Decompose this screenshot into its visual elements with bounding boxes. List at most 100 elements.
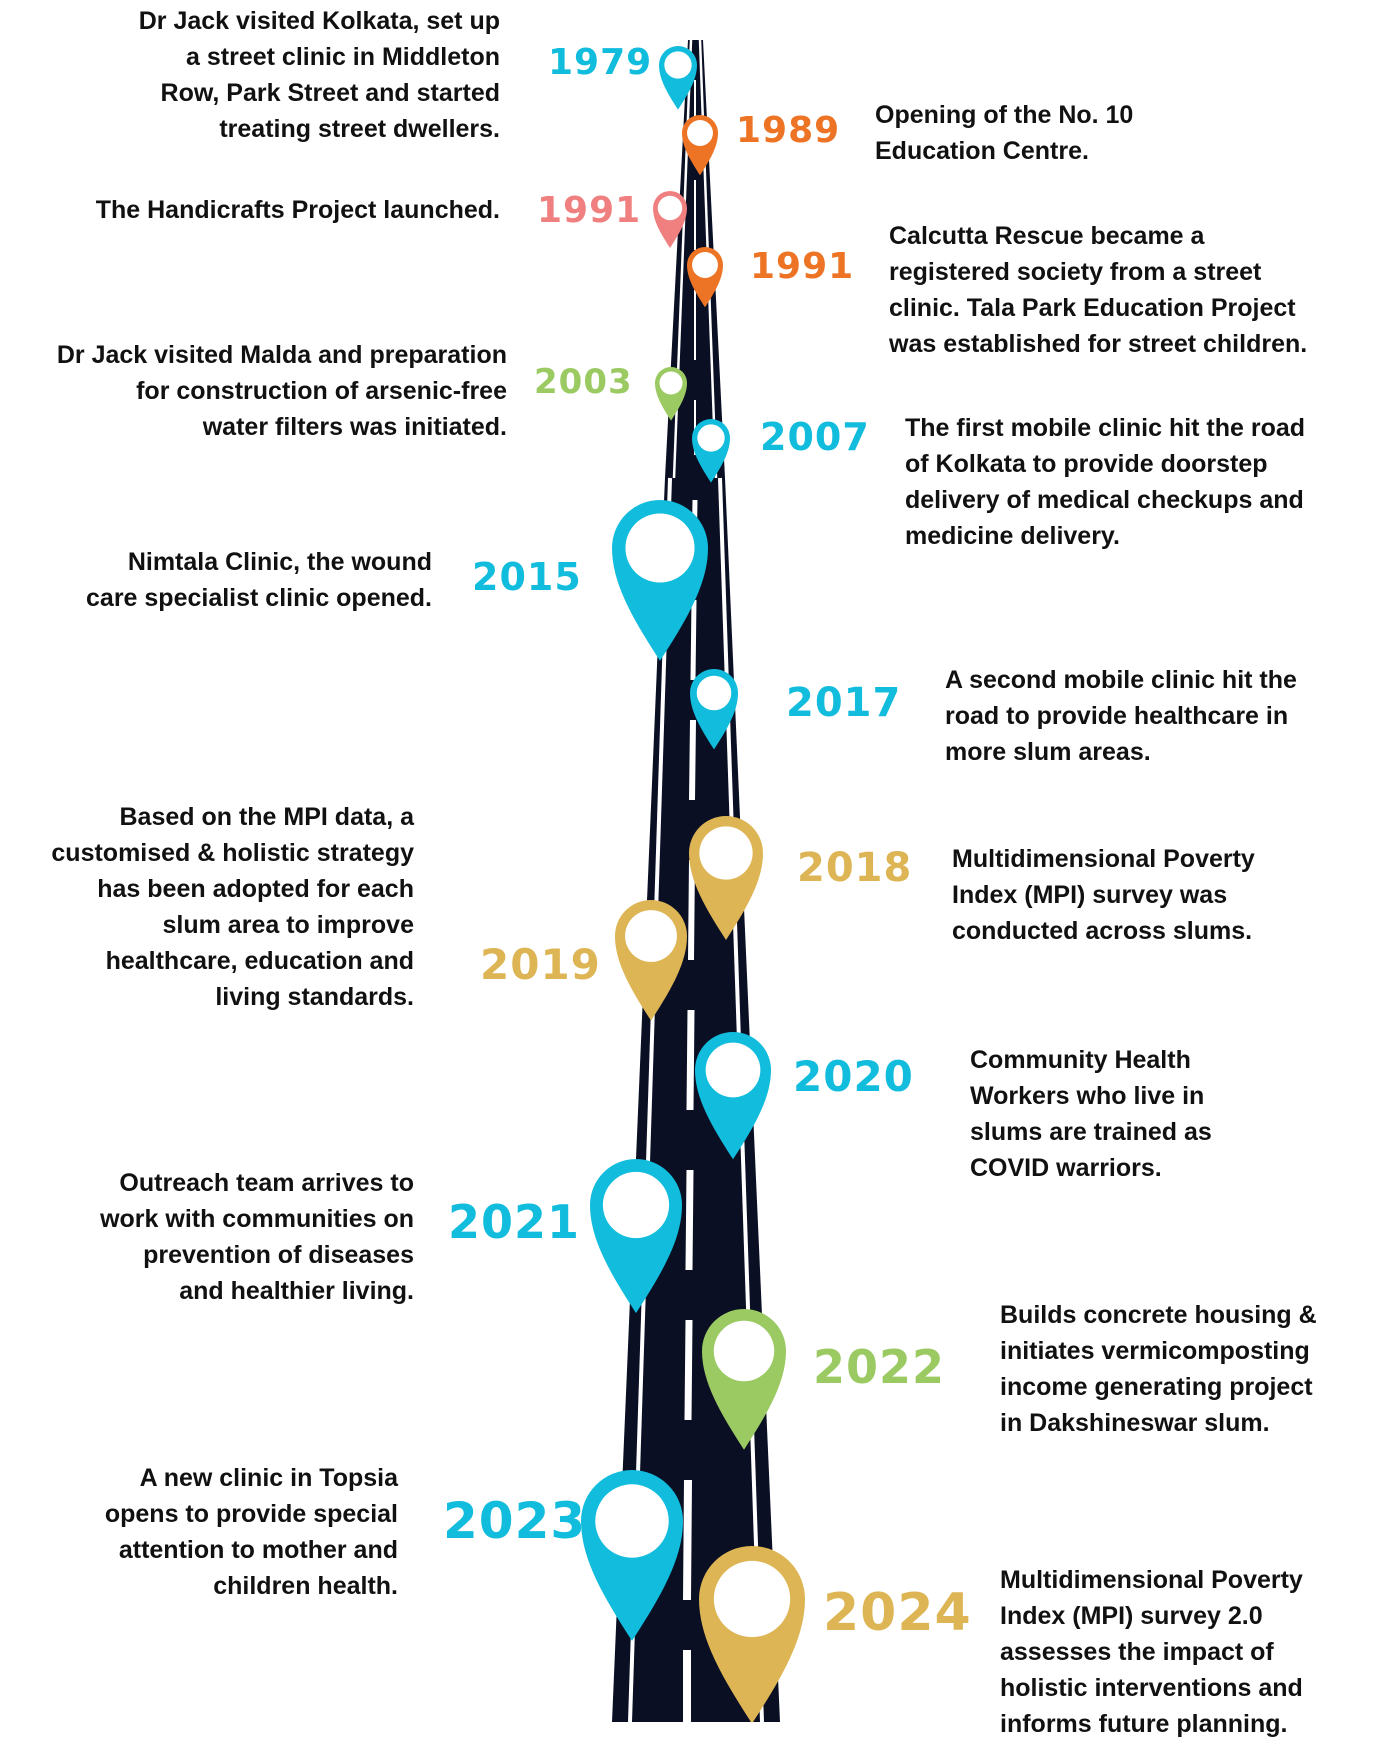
desc-line: Multidimensional Poverty — [952, 845, 1255, 873]
year-label-1979: 1979 — [548, 42, 653, 83]
desc-line: has been adopted for each — [97, 875, 414, 903]
desc-line: a street clinic in Middleton — [186, 43, 500, 71]
desc-line: COVID warriors. — [970, 1154, 1162, 1182]
year-label-2019: 2019 — [480, 940, 601, 989]
desc-line: Dr Jack visited Kolkata, set up — [138, 7, 500, 35]
desc-line: work with communities on — [100, 1205, 414, 1233]
event-2003-description: Dr Jack visited Malda and preparation for… — [0, 337, 507, 445]
desc-line: holistic interventions and — [1000, 1674, 1303, 1702]
desc-line: Index (MPI) survey 2.0 — [1000, 1602, 1263, 1630]
year-label-1991-pink: 1991 — [537, 190, 642, 231]
event-2019-description: Based on the MPI data, a customised & hol… — [0, 799, 414, 1015]
road-center-dash — [686, 1009, 695, 1111]
desc-line: Based on the MPI data, a — [119, 803, 414, 831]
desc-line: in Dakshineswar slum. — [1000, 1409, 1270, 1437]
desc-line: living standards. — [215, 983, 414, 1011]
map-pin-hole — [692, 252, 718, 278]
desc-line: A new clinic in Topsia — [139, 1464, 398, 1492]
desc-line: prevention of diseases — [143, 1241, 414, 1269]
event-2023-description: A new clinic in Topsia opens to provide s… — [0, 1460, 398, 1604]
map-pin-hole — [697, 424, 725, 452]
map-pin-hole — [625, 910, 677, 962]
desc-line: Index (MPI) survey was — [952, 881, 1228, 909]
desc-line: water filters was initiated. — [202, 413, 507, 441]
desc-line: The first mobile clinic hit the road — [905, 414, 1306, 442]
desc-line: assesses the impact of — [1000, 1638, 1274, 1666]
desc-line: initiates vermicomposting — [1000, 1337, 1310, 1365]
desc-line: opens to provide special — [104, 1500, 398, 1528]
desc-line: income generating project — [1000, 1373, 1313, 1401]
map-pin-hole — [664, 51, 692, 79]
map-pin-hole — [713, 1320, 775, 1382]
desc-line: Community Health — [970, 1046, 1191, 1074]
desc-line: Calcutta Rescue became a — [889, 222, 1205, 250]
desc-line: Dr Jack visited Malda and preparation — [56, 341, 507, 369]
road-center-dash — [683, 1479, 692, 1601]
event-1979-description: Dr Jack visited Kolkata, set up a street … — [0, 3, 500, 147]
map-pin-hole — [705, 1042, 761, 1098]
desc-line: road to provide healthcare in — [945, 702, 1289, 730]
desc-line: healthcare, education and — [105, 947, 414, 975]
event-2007-description: The first mobile clinic hit the road of K… — [905, 410, 1305, 554]
desc-line: attention to mother and — [118, 1536, 398, 1564]
event-1989-description: Opening of the No. 10 Education Centre. — [875, 97, 1133, 169]
desc-line: was established for street children. — [889, 330, 1308, 358]
road-center-dash — [688, 859, 695, 961]
desc-line: Builds concrete housing & — [1000, 1301, 1317, 1329]
year-label-1991-orange: 1991 — [750, 246, 855, 287]
year-label-2022: 2022 — [813, 1340, 946, 1394]
desc-line: of Kolkata to provide doorstep — [905, 450, 1268, 478]
year-label-2015: 2015 — [472, 555, 582, 599]
year-label-2023: 2023 — [443, 1492, 587, 1550]
map-pin-hole — [699, 826, 753, 880]
map-pin-hole — [625, 513, 695, 583]
desc-line: Education Centre. — [875, 137, 1089, 165]
map-pin-hole — [657, 195, 683, 221]
desc-line: registered society from a street — [889, 258, 1262, 286]
desc-line: and healthier living. — [179, 1277, 414, 1305]
map-pin-hole — [696, 675, 732, 711]
desc-line: children health. — [213, 1572, 398, 1600]
desc-line: slums are trained as — [970, 1118, 1212, 1146]
road-center-dash — [690, 599, 697, 681]
map-pin-hole — [713, 1560, 791, 1638]
desc-line: slum area to improve — [162, 911, 414, 939]
event-2022-description: Builds concrete housing & initiates vermi… — [1000, 1297, 1317, 1441]
road-center-dash — [684, 1319, 693, 1421]
desc-line: care specialist clinic opened. — [86, 584, 432, 612]
desc-line: delivery of medical checkups and — [905, 486, 1304, 514]
desc-line: Outreach team arrives to — [119, 1169, 414, 1197]
year-label-2018: 2018 — [797, 845, 913, 891]
desc-line: treating street dwellers. — [219, 115, 500, 143]
year-label-2020: 2020 — [793, 1052, 914, 1101]
road-center-dash — [689, 719, 696, 801]
map-pin-hole — [602, 1171, 670, 1239]
desc-line: informs future planning. — [1000, 1710, 1288, 1738]
year-label-2003: 2003 — [534, 362, 633, 402]
desc-line: medicine delivery. — [905, 522, 1120, 550]
map-pin-hole — [595, 1484, 669, 1558]
event-1991-society-description: Calcutta Rescue became a registered socie… — [889, 218, 1307, 362]
desc-line: Workers who live in — [970, 1082, 1205, 1110]
event-2021-description: Outreach team arrives to work with commun… — [0, 1165, 414, 1309]
map-pin-hole — [659, 371, 683, 395]
desc-line: customised & holistic strategy — [51, 839, 414, 867]
desc-line: Row, Park Street and started — [160, 79, 500, 107]
desc-line: Opening of the No. 10 — [875, 101, 1134, 129]
desc-line: The Handicrafts Project launched. — [95, 196, 500, 224]
road-center-dash — [685, 1169, 694, 1271]
year-label-2017: 2017 — [786, 680, 902, 726]
event-2017-description: A second mobile clinic hit the road to pr… — [945, 662, 1297, 770]
year-label-1989: 1989 — [736, 110, 841, 151]
desc-line: for construction of arsenic-free — [136, 377, 507, 405]
desc-line: more slum areas. — [945, 738, 1151, 766]
event-1991-handicrafts-description: The Handicrafts Project launched. — [0, 192, 500, 228]
year-label-2007: 2007 — [760, 415, 870, 459]
desc-line: A second mobile clinic hit the — [945, 666, 1297, 694]
desc-line: conducted across slums. — [952, 917, 1253, 945]
